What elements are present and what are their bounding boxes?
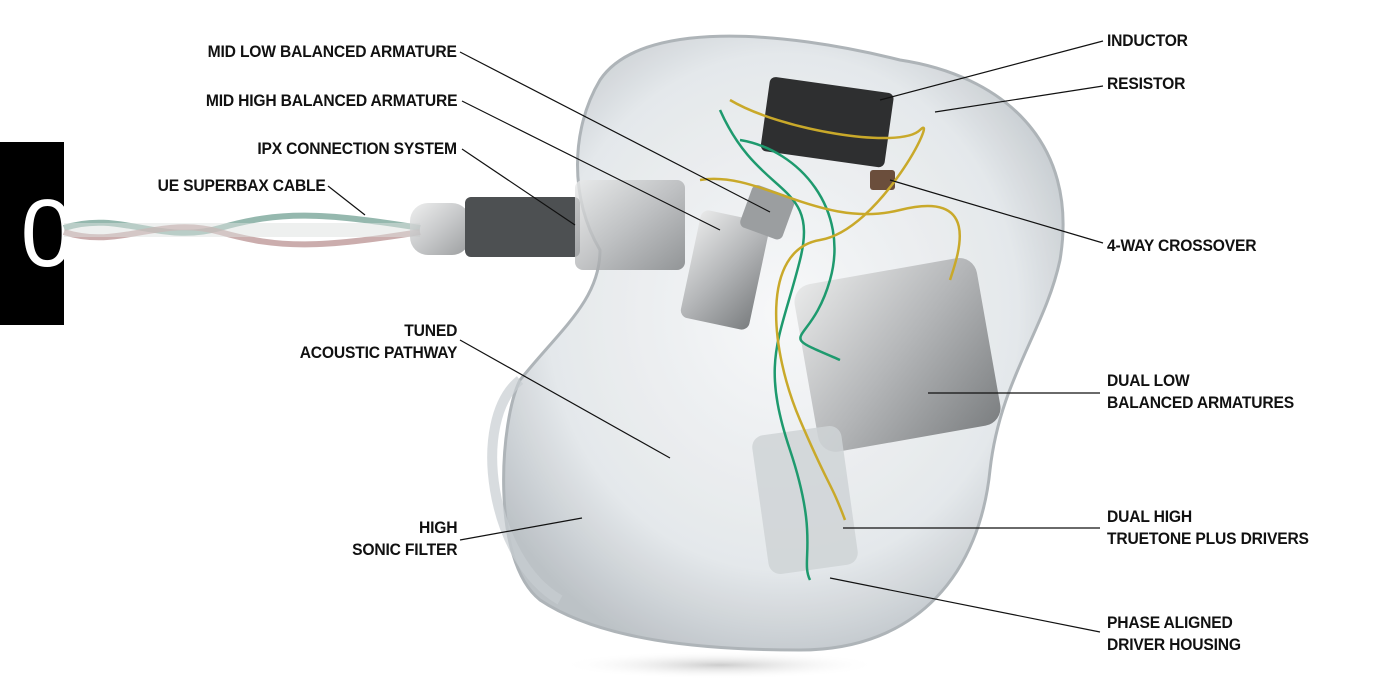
label-mid-high-balanced-armature: MID HIGH BALANCED ARMATURE	[205, 90, 457, 112]
label-tuned-acoustic-pathway: TUNED ACOUSTIC PATHWAY	[299, 320, 457, 364]
label-text: RESISTOR	[1107, 74, 1186, 93]
mid-low-armature	[740, 185, 795, 240]
label-text: DRIVER HOUSING	[1107, 635, 1241, 654]
label-text: 4-WAY CROSSOVER	[1107, 236, 1257, 255]
label-text: IPX CONNECTION SYSTEM	[257, 139, 458, 158]
cable	[63, 212, 421, 248]
label-text: MID LOW BALANCED ARMATURE	[207, 42, 457, 61]
dual-low-armatures	[794, 257, 1001, 452]
label-text: DUAL LOW	[1107, 371, 1190, 390]
ipx-plug	[410, 203, 470, 255]
label-text: MID HIGH BALANCED ARMATURE	[205, 91, 457, 110]
ipx-connector	[465, 197, 580, 257]
dual-high-drivers	[752, 425, 858, 575]
internal-wires	[699, 98, 961, 581]
label-text: SONIC FILTER	[351, 540, 457, 559]
resistor	[870, 170, 895, 190]
label-text: BALANCED ARMATURES	[1107, 393, 1294, 412]
label-text: ACOUSTIC PATHWAY	[299, 343, 457, 362]
floor-shadow	[560, 651, 880, 679]
label-text: TRUETONE PLUS DRIVERS	[1107, 529, 1309, 548]
label-text: UE SUPERBAX CABLE	[157, 176, 326, 195]
label-phase-aligned-driver-housing: PHASE ALIGNED DRIVER HOUSING	[1107, 612, 1241, 656]
label-ue-superbax-cable: UE SUPERBAX CABLE	[158, 175, 326, 197]
section-number-badge: 0	[0, 142, 64, 325]
label-high-sonic-filter: HIGH SONIC FILTER	[352, 517, 457, 561]
label-mid-low-balanced-armature: MID LOW BALANCED ARMATURE	[208, 41, 457, 63]
leader-lines	[327, 40, 1104, 633]
label-text: DUAL HIGH	[1107, 507, 1192, 526]
badge-number: 0	[20, 180, 64, 287]
label-4-way-crossover: 4-WAY CROSSOVER	[1107, 235, 1257, 257]
label-text: PHASE ALIGNED	[1107, 613, 1233, 632]
sonic-filter-nozzle	[487, 376, 563, 605]
label-dual-low-balanced-armatures: DUAL LOW BALANCED ARMATURES	[1107, 370, 1294, 414]
label-inductor: INDUCTOR	[1107, 30, 1188, 52]
label-text: TUNED	[404, 321, 457, 340]
label-resistor: RESISTOR	[1107, 73, 1185, 95]
inductor	[760, 77, 894, 168]
connector-block	[575, 180, 685, 270]
label-text: INDUCTOR	[1107, 31, 1188, 50]
label-dual-high-truetone-plus-drivers: DUAL HIGH TRUETONE PLUS DRIVERS	[1107, 506, 1309, 550]
mid-high-armature	[680, 210, 770, 330]
label-text: HIGH	[418, 518, 458, 537]
label-ipx-connection-system: IPX CONNECTION SYSTEM	[257, 138, 458, 160]
